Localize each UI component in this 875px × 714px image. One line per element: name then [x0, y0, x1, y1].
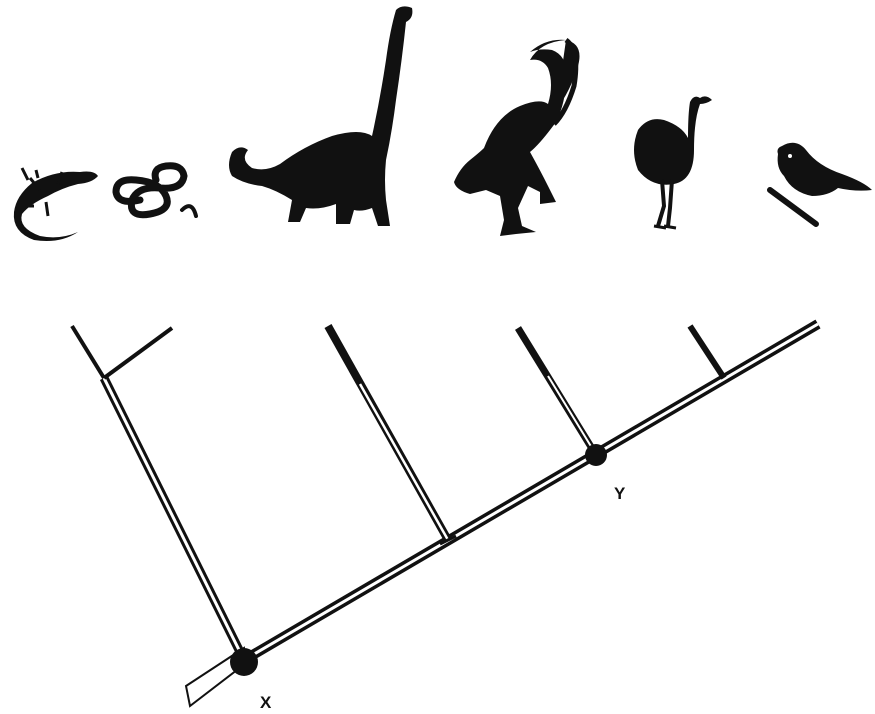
cladogram-tree: X Y [72, 324, 818, 712]
branch-lizard [72, 326, 104, 378]
branch-snake [104, 328, 172, 378]
sauropod-icon [229, 6, 412, 226]
ostrich-icon [634, 96, 712, 228]
snake-icon [116, 166, 196, 216]
branch-ostrich [690, 326, 724, 378]
theropod-icon [454, 40, 580, 236]
node-x-marker [230, 648, 258, 676]
node-y-marker [585, 444, 607, 466]
songbird-icon [770, 143, 872, 224]
lizard-icon [14, 168, 98, 241]
node-x-label: X [260, 693, 272, 712]
node-y-label: Y [614, 484, 626, 503]
